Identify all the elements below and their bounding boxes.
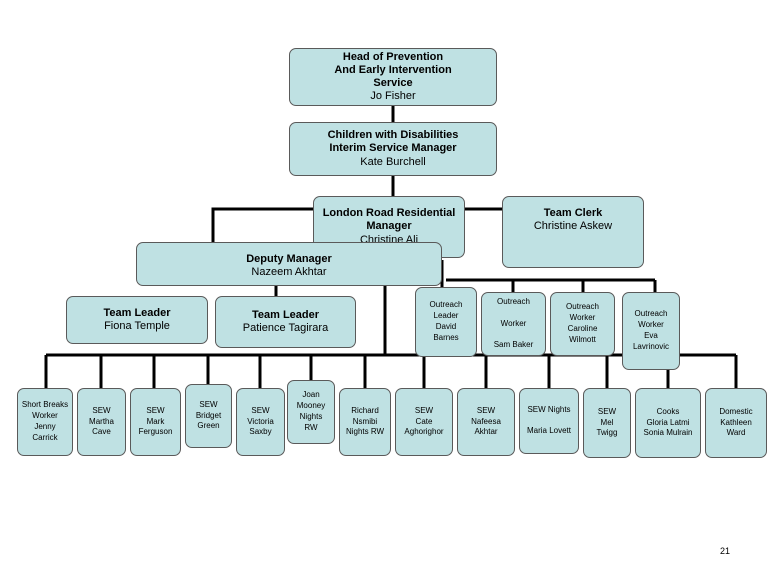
worker-4-line-1: Victoria — [247, 416, 274, 426]
worker-10-line-2: Twigg — [596, 428, 618, 438]
worker-4-line-0: SEW — [251, 405, 270, 415]
worker-1-line-0: SEW — [92, 405, 111, 415]
clerk-name: Christine Askew — [533, 220, 613, 233]
worker-4-line-2: Saxby — [249, 427, 272, 437]
clerk-title: Team Clerk — [543, 207, 603, 219]
worker-mark-ferguson-box: SEW Mark Ferguson — [130, 388, 181, 456]
fiona-title: Team Leader — [103, 307, 171, 319]
worker-12-line-2: Ward — [726, 428, 746, 438]
london-title-line-2: Manager — [366, 220, 412, 233]
deputy-title: Deputy Manager — [246, 252, 332, 265]
worker-0-line-2: Jenny — [34, 422, 56, 431]
worker-10-line-0: SEW — [597, 406, 617, 416]
outreach-2-line-2: Caroline — [567, 324, 598, 333]
worker-7-line-0: SEW — [414, 405, 434, 415]
worker-richard-nsmibi-box: Richard Nsmibi Nights RW — [339, 388, 391, 456]
worker-5-line-0: Joan — [302, 390, 320, 400]
worker-domestic-box: Domestic Kathleen Ward — [705, 388, 767, 458]
outreach-0-line-0: Outreach — [429, 300, 463, 310]
worker-5-line-3: RW — [304, 422, 318, 432]
worker-0-line-3: Carrick — [32, 432, 58, 442]
worker-6-line-0: Richard — [351, 405, 379, 415]
interim-title-line-2: Interim Service Manager — [329, 142, 457, 155]
worker-9-line-1 — [548, 416, 550, 427]
outreach-1-line-3 — [512, 329, 514, 340]
worker-nafeesa-akhtar-box: SEW Nafeesa Akhtar — [457, 388, 515, 456]
worker-6-line-1: Nsmibi — [352, 416, 378, 426]
outreach-leader-box: Outreach Leader David Barnes — [415, 287, 477, 357]
outreach-3-line-2: Eva — [644, 331, 658, 340]
worker-bridget-green-box: SEW Bridget Green — [185, 384, 232, 448]
outreach-worker-sam-box: Outreach Worker Sam Baker — [481, 292, 546, 356]
outreach-1-line-1 — [512, 308, 514, 319]
worker-11-line-0: Cooks — [656, 406, 680, 416]
outreach-0-line-2: David — [435, 322, 457, 331]
worker-0-line-1: Worker — [32, 411, 58, 421]
outreach-0-line-1: Leader — [433, 311, 459, 321]
outreach-2-line-0: Outreach — [566, 302, 599, 312]
team-leader-fiona-box: Team Leader Fiona Temple — [66, 296, 208, 344]
worker-joan-mooney-box: Joan Mooney Nights RW — [287, 380, 335, 444]
interim-service-manager-box: Children with Disabilities Interim Servi… — [289, 122, 497, 176]
head-of-prevention-box: Head of Prevention And Early Interventio… — [289, 48, 497, 106]
outreach-worker-eva-box: Outreach Worker Eva Lavrinovic — [622, 292, 680, 370]
head-title-line-3: Service — [373, 77, 413, 89]
worker-martha-cave-box: SEW Martha Cave — [77, 388, 126, 456]
deputy-manager-box: Deputy Manager Nazeem Akhtar — [136, 242, 442, 286]
worker-victoria-saxby-box: SEW Victoria Saxby — [236, 388, 285, 456]
worker-mel-twigg-box: SEW Mel Twigg — [583, 388, 631, 458]
worker-3-line-1: Bridget — [195, 410, 222, 420]
worker-cate-aghorighor-box: SEW Cate Aghorighor — [395, 388, 453, 456]
head-title-line-1: Head of Prevention — [342, 50, 444, 63]
outreach-2-line-1: Worker — [569, 313, 596, 323]
outreach-0-line-3: Barnes — [433, 332, 459, 342]
worker-5-line-1: Mooney — [296, 401, 326, 411]
deputy-name: Nazeem Akhtar — [251, 266, 327, 278]
head-title-line-2: And Early Intervention — [334, 63, 452, 76]
team-leader-patience-box: Team Leader Patience Tagirara — [215, 296, 356, 348]
worker-2-line-0: SEW — [146, 405, 165, 415]
worker-1-line-1: Martha — [89, 416, 114, 426]
patience-name: Patience Tagirara — [242, 322, 329, 334]
patience-title: Team Leader — [251, 308, 320, 321]
worker-11-line-2: Sonia Mulrain — [643, 428, 693, 438]
worker-9-line-0: SEW Nights — [527, 404, 571, 414]
worker-6-line-2: Nights RW — [345, 427, 385, 437]
worker-2-line-2: Ferguson — [138, 427, 173, 437]
worker-8-line-2: Akhtar — [474, 427, 498, 437]
worker-5-line-2: Nights — [299, 412, 323, 421]
worker-2-line-1: Mark — [146, 416, 165, 426]
outreach-worker-caroline-box: Outreach Worker Caroline Wilmott — [550, 292, 615, 356]
worker-9-line-2: Maria Lovett — [526, 426, 572, 436]
outreach-3-line-0: Outreach — [634, 309, 668, 319]
outreach-1-line-0: Outreach — [497, 297, 530, 306]
worker-maria-lovett-box: SEW Nights Maria Lovett — [519, 388, 579, 454]
worker-8-line-0: SEW — [476, 405, 496, 415]
outreach-1-line-2: Worker — [500, 318, 527, 328]
worker-3-line-2: Green — [197, 421, 220, 431]
outreach-2-line-3: Wilmott — [569, 334, 596, 344]
outreach-3-line-1: Worker — [638, 320, 664, 330]
worker-3-line-0: SEW — [199, 399, 218, 409]
worker-11-line-1: Gloria Latmi — [646, 417, 690, 427]
worker-7-line-1: Cate — [415, 416, 433, 426]
outreach-3-line-3: Lavrinovic — [632, 341, 669, 351]
worker-12-line-1: Kathleen — [720, 417, 752, 427]
head-name: Jo Fisher — [370, 90, 416, 103]
page-number: 21 — [720, 546, 731, 556]
worker-1-line-2: Cave — [92, 427, 111, 437]
worker-10-line-1: Mel — [600, 417, 614, 427]
interim-name: Kate Burchell — [360, 155, 426, 168]
interim-title-line-1: Children with Disabilities — [327, 129, 459, 142]
worker-0-line-0: Short Breaks — [21, 400, 69, 410]
worker-12-line-0: Domestic — [719, 406, 753, 416]
outreach-1-line-4: Sam Baker — [493, 340, 534, 350]
fiona-name: Fiona Temple — [104, 320, 170, 333]
london-title-line-1: London Road Residential — [322, 207, 456, 220]
worker-cooks-box: Cooks Gloria Latmi Sonia Mulrain — [635, 388, 701, 458]
worker-jenny-carrick-box: Short Breaks Worker Jenny Carrick — [17, 388, 73, 456]
worker-8-line-1: Nafeesa — [471, 416, 501, 426]
team-clerk-box: Team Clerk Christine Askew — [502, 196, 644, 268]
worker-7-line-2: Aghorighor — [404, 427, 444, 437]
